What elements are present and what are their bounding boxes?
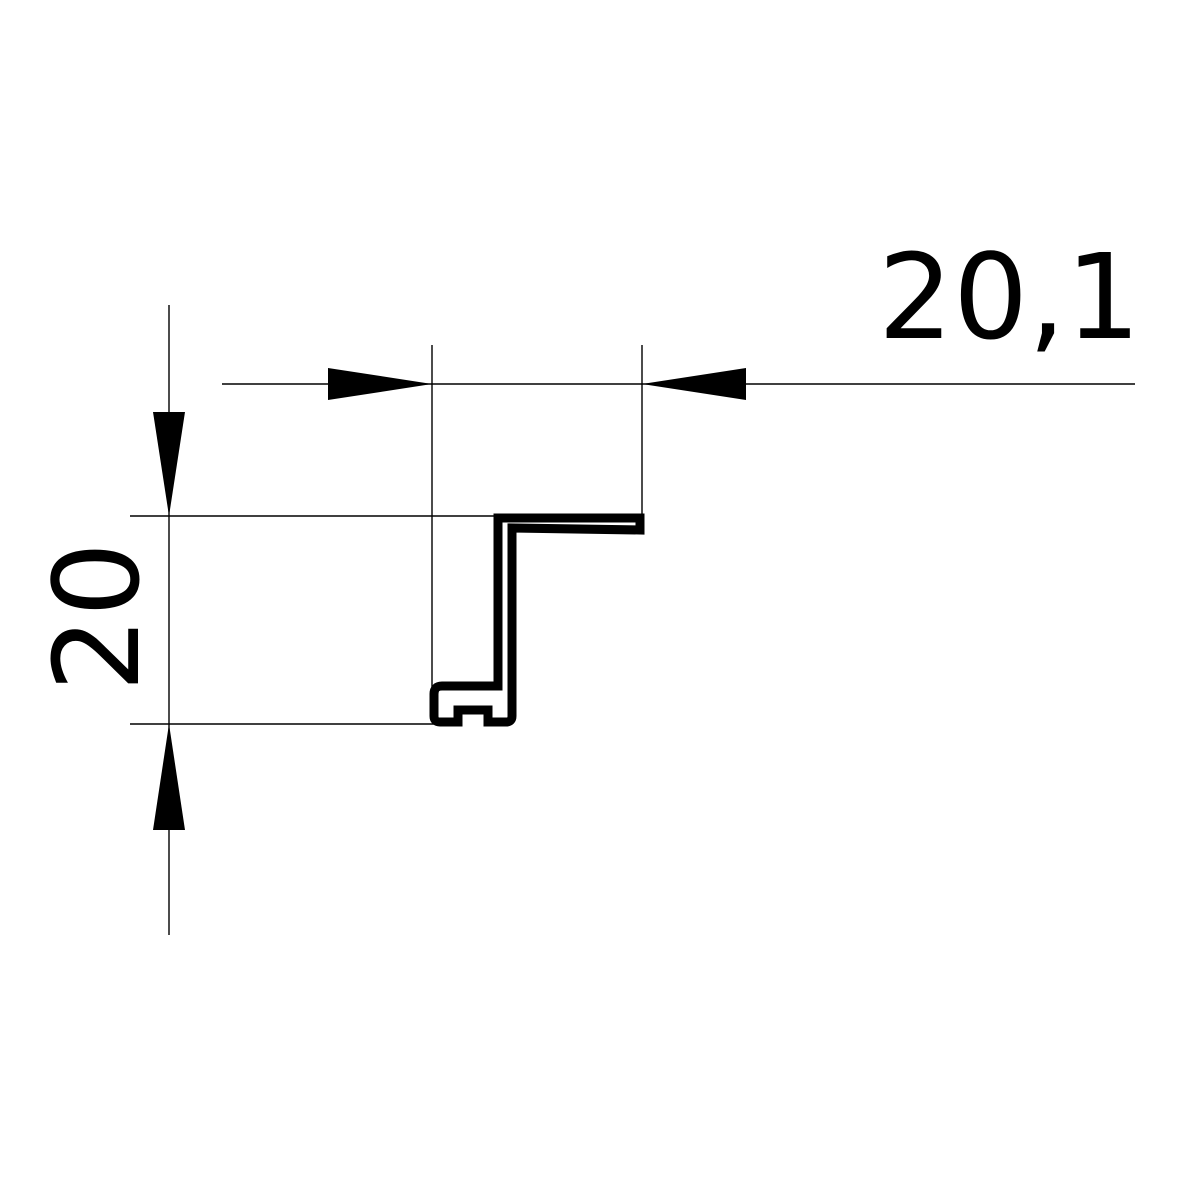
profile-outline <box>429 513 645 727</box>
profile-section <box>429 513 645 727</box>
width-arrow-left <box>328 368 432 400</box>
height-dimension: 20 <box>28 305 498 935</box>
width-dimension: 20,1 <box>222 228 1141 700</box>
width-dimension-label: 20,1 <box>878 228 1141 366</box>
height-arrow-bottom <box>153 724 185 830</box>
height-dimension-label: 20 <box>28 542 166 692</box>
height-arrow-top <box>153 412 185 516</box>
width-arrow-right <box>642 368 746 400</box>
